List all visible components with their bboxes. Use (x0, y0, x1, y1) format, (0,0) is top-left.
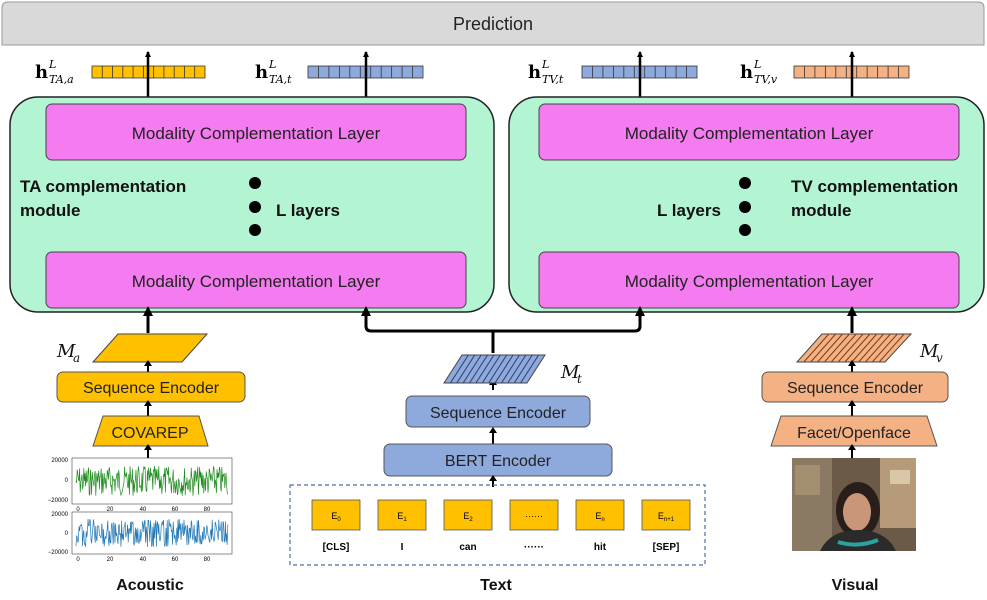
ta-complementation-module: Modality Complementation Layer Modality … (9, 96, 495, 313)
svg-text:0: 0 (65, 478, 69, 484)
svg-text:a: a (73, 351, 80, 365)
token-embedding-label: En (595, 511, 604, 523)
visual-m-label: M (919, 341, 939, 362)
svg-text:h: h (740, 62, 753, 83)
ta-top-layer-label: Modality Complementation Layer (132, 124, 381, 143)
acoustic-branch: M a Sequence Encoder COVAREP 20000 0 −20… (48, 306, 246, 594)
acoustic-sequence-encoder (56, 371, 246, 403)
output-label-tv-t: h L TV,t (528, 58, 564, 86)
svg-text:0: 0 (76, 557, 80, 563)
output-label-ta-t: h L TA,t (255, 58, 292, 86)
video-frame-image (792, 458, 916, 551)
svg-text:BERT Encoder: BERT Encoder (445, 453, 552, 470)
svg-text:20: 20 (107, 557, 114, 563)
tv-complementation-module: Modality Complementation Layer Modality … (508, 96, 985, 313)
tv-bottom-layer-label: Modality Complementation Layer (625, 272, 874, 291)
token-word: I (401, 542, 404, 553)
svg-text:h: h (528, 62, 541, 83)
prediction-arrows (145, 51, 855, 104)
svg-text:TV,t: TV,t (542, 73, 564, 86)
acoustic-m-label: M (56, 341, 76, 362)
svg-text:TV,v: TV,v (754, 73, 778, 86)
prediction-box: Prediction (1, 1, 985, 46)
token-embedding (641, 499, 691, 531)
ta-module-title-1: TA complementation (20, 177, 186, 196)
acoustic-label: Acoustic (116, 577, 184, 594)
tv-top-layer-label: Modality Complementation Layer (625, 124, 874, 143)
svg-text:20000: 20000 (51, 512, 68, 518)
tv-module-title-2: module (791, 201, 851, 220)
svg-text:L: L (268, 58, 276, 71)
token-input-box (289, 484, 706, 566)
token-embedding (443, 499, 493, 531)
svg-text:20000: 20000 (51, 458, 68, 464)
svg-text:−20000: −20000 (48, 550, 69, 556)
token-embedding-label: E2 (463, 511, 473, 523)
token-word: can (459, 542, 476, 553)
covarep-extractor (92, 415, 209, 447)
svg-text:80: 80 (204, 507, 211, 513)
tv-layers-label: L layers (657, 201, 721, 220)
ta-module-title-2: module (20, 201, 80, 220)
svg-text:Sequence Encoder: Sequence Encoder (430, 405, 567, 422)
output-label-ta-a: h L TA,a (35, 58, 74, 86)
token-embedding-label: E0 (331, 511, 341, 523)
visual-branch: M v Sequence Encoder Facet/Openface Visu… (761, 306, 949, 594)
visual-label: Visual (832, 577, 879, 594)
ta-layers-label: L layers (276, 201, 340, 220)
output-label-tv-v: h L TV,v (740, 58, 778, 86)
prediction-label: Prediction (453, 14, 533, 34)
text-label: Text (480, 577, 512, 594)
ta-bottom-layer-label: Modality Complementation Layer (132, 272, 381, 291)
svg-text:Sequence Encoder: Sequence Encoder (787, 380, 924, 397)
token-embedding (311, 499, 361, 531)
visual-sequence-encoder (761, 371, 949, 403)
svg-text:t: t (577, 372, 582, 386)
acoustic-waveform-plot-1: 20000 0 −20000 0 20 40 60 80 (48, 457, 233, 513)
svg-text:40: 40 (140, 507, 147, 513)
text-branch-connector (361, 306, 645, 353)
svg-text:−20000: −20000 (48, 498, 69, 504)
tv-module-title-1: TV complementation (791, 177, 958, 196)
svg-text:L: L (753, 58, 761, 71)
text-branch: M t Sequence Encoder BERT Encoder E0 [CLS… (289, 354, 706, 594)
svg-text:TA,a: TA,a (49, 73, 74, 86)
token-embedding (575, 499, 625, 531)
svg-text:0: 0 (76, 507, 80, 513)
token-embedding (377, 499, 427, 531)
visual-feature-vector (795, 333, 913, 363)
svg-text:20: 20 (107, 507, 114, 513)
acoustic-waveform-plot-2: 20000 0 −20000 0 20 40 60 80 (48, 511, 233, 563)
bert-encoder (383, 443, 613, 477)
svg-text:80: 80 (204, 557, 211, 563)
token-word: [CLS] (323, 542, 350, 553)
svg-text:0: 0 (65, 531, 69, 537)
acoustic-feature-vector (91, 333, 209, 363)
text-sequence-encoder (405, 395, 591, 428)
svg-text:40: 40 (140, 557, 147, 563)
svg-text:h: h (255, 62, 268, 83)
svg-text:60: 60 (172, 557, 179, 563)
svg-text:COVAREP: COVAREP (111, 425, 188, 442)
token-embedding-label: E1 (397, 511, 407, 523)
token-embedding (509, 499, 559, 531)
svg-text:L: L (541, 58, 549, 71)
token-embedding-label: ······ (525, 511, 543, 521)
text-feature-vector (443, 354, 546, 384)
svg-text:h: h (35, 62, 48, 83)
token-word: [SEP] (653, 542, 680, 553)
svg-text:L: L (48, 58, 56, 71)
text-m-label: M (560, 362, 580, 383)
facet-openface-extractor (770, 415, 938, 447)
svg-text:60: 60 (172, 507, 179, 513)
token-word: ······ (524, 542, 544, 553)
svg-text:v: v (936, 351, 943, 365)
svg-text:Sequence Encoder: Sequence Encoder (83, 380, 220, 397)
token-word: hit (594, 542, 607, 553)
svg-text:TA,t: TA,t (269, 73, 292, 86)
svg-text:Facet/Openface: Facet/Openface (797, 425, 911, 442)
